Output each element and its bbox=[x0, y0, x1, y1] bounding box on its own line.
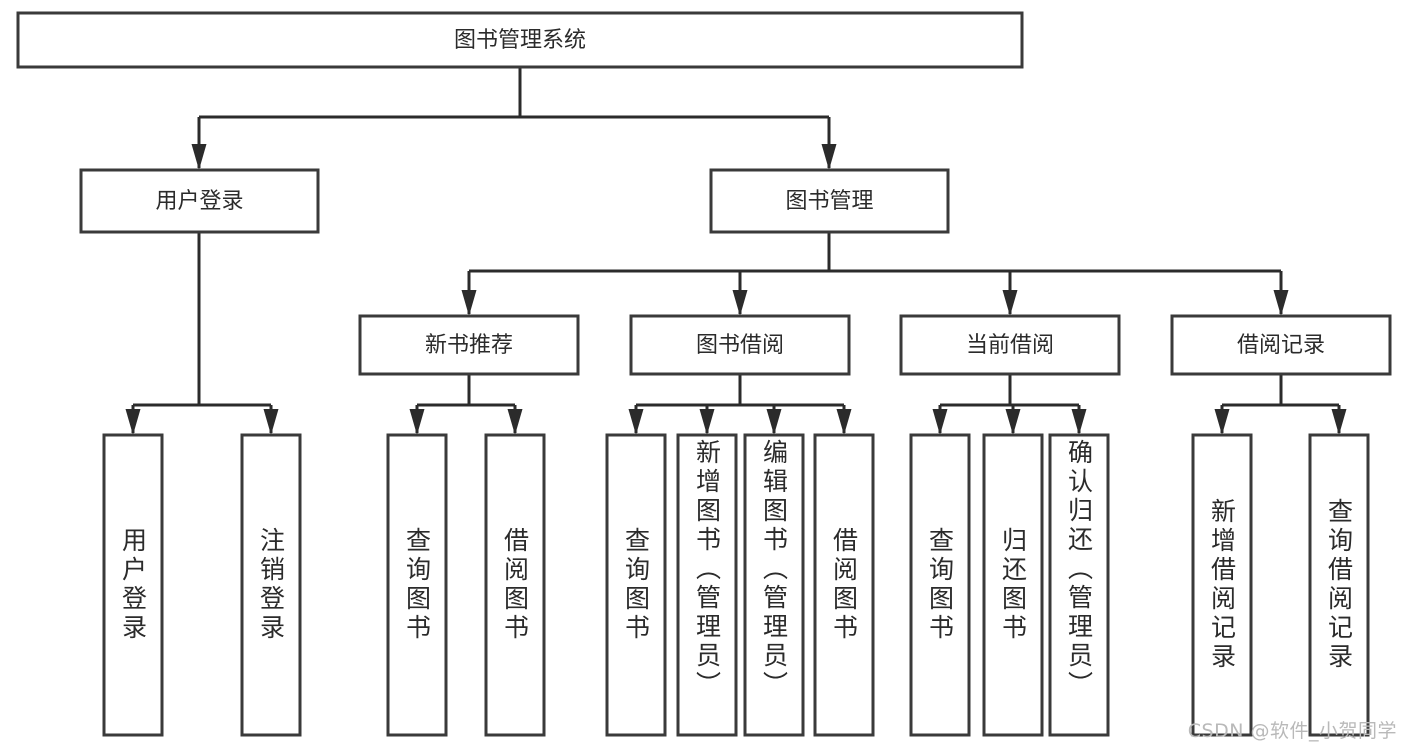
leaf-leaf-logout-login-box[interactable] bbox=[240, 433, 302, 737]
leaf-leaf-add-book-admin-box[interactable] bbox=[676, 433, 738, 737]
node-new-book-recommend-label: 新书推荐 bbox=[425, 333, 513, 358]
node-book-borrow-label: 图书借阅 bbox=[696, 333, 784, 358]
node-book-borrow-box[interactable] bbox=[629, 314, 851, 376]
boxes-layer bbox=[16, 11, 1392, 737]
arrow-head-icon bbox=[821, 144, 837, 170]
node-book-management-box[interactable] bbox=[709, 168, 950, 234]
leaf-leaf-query-book-2-box[interactable] bbox=[605, 433, 667, 737]
connector-group-bus-root bbox=[191, 67, 837, 170]
leaf-leaf-borrow-book-1-box[interactable] bbox=[484, 433, 546, 737]
connector-group-bus-new-book-recommend bbox=[409, 374, 523, 435]
connector-group-bus-user-login bbox=[125, 232, 279, 435]
arrow-head-icon bbox=[932, 409, 948, 435]
arrow-head-icon bbox=[263, 409, 279, 435]
connector-group-bus-borrow-record bbox=[1214, 374, 1347, 435]
arrow-head-icon bbox=[409, 409, 425, 435]
connector-group-bus-book-borrow bbox=[628, 374, 852, 435]
arrow-head-icon bbox=[461, 290, 477, 316]
arrow-head-icon bbox=[836, 409, 852, 435]
arrow-head-icon bbox=[766, 409, 782, 435]
node-borrow-record-label: 借阅记录 bbox=[1237, 333, 1325, 358]
leaf-leaf-confirm-return-admin-box[interactable] bbox=[1048, 433, 1110, 737]
connector-group-bus-current-borrow bbox=[932, 374, 1087, 435]
node-new-book-recommend-box[interactable] bbox=[358, 314, 580, 376]
connector-group-bus-book-management bbox=[461, 232, 1289, 316]
node-user-login-label: 用户登录 bbox=[155, 189, 243, 214]
node-borrow-record-box[interactable] bbox=[1170, 314, 1392, 376]
arrow-head-icon bbox=[732, 290, 748, 316]
leaf-leaf-edit-book-admin-box[interactable] bbox=[743, 433, 805, 737]
arrow-head-icon bbox=[1005, 409, 1021, 435]
leaf-leaf-add-borrow-record-box[interactable] bbox=[1191, 433, 1253, 737]
node-current-borrow-label: 当前借阅 bbox=[966, 333, 1054, 358]
arrow-head-icon bbox=[1071, 409, 1087, 435]
root-node-label: 图书管理系统 bbox=[454, 28, 586, 53]
leaf-leaf-borrow-book-2-box[interactable] bbox=[813, 433, 875, 737]
arrow-head-icon bbox=[628, 409, 644, 435]
leaf-leaf-query-book-1-box[interactable] bbox=[386, 433, 448, 737]
arrow-head-icon bbox=[699, 409, 715, 435]
arrow-head-icon bbox=[1214, 409, 1230, 435]
arrow-head-icon bbox=[191, 144, 207, 170]
node-current-borrow-box[interactable] bbox=[899, 314, 1121, 376]
arrow-head-icon bbox=[1273, 290, 1289, 316]
connectors-layer bbox=[125, 67, 1347, 435]
node-user-login-box[interactable] bbox=[79, 168, 320, 234]
node-book-management-label: 图书管理 bbox=[785, 189, 873, 214]
arrow-head-icon bbox=[507, 409, 523, 435]
root-node-box[interactable] bbox=[16, 11, 1024, 69]
leaf-leaf-query-borrow-record-box[interactable] bbox=[1308, 433, 1370, 737]
watermark-text: CSDN @软件_小贺同学 bbox=[1187, 720, 1397, 742]
leaf-leaf-return-book-box[interactable] bbox=[982, 433, 1044, 737]
arrow-head-icon bbox=[125, 409, 141, 435]
leaf-leaf-user-login-box[interactable] bbox=[102, 433, 164, 737]
leaf-leaf-query-book-3-box[interactable] bbox=[909, 433, 971, 737]
arrow-head-icon bbox=[1331, 409, 1347, 435]
arrow-head-icon bbox=[1002, 290, 1018, 316]
